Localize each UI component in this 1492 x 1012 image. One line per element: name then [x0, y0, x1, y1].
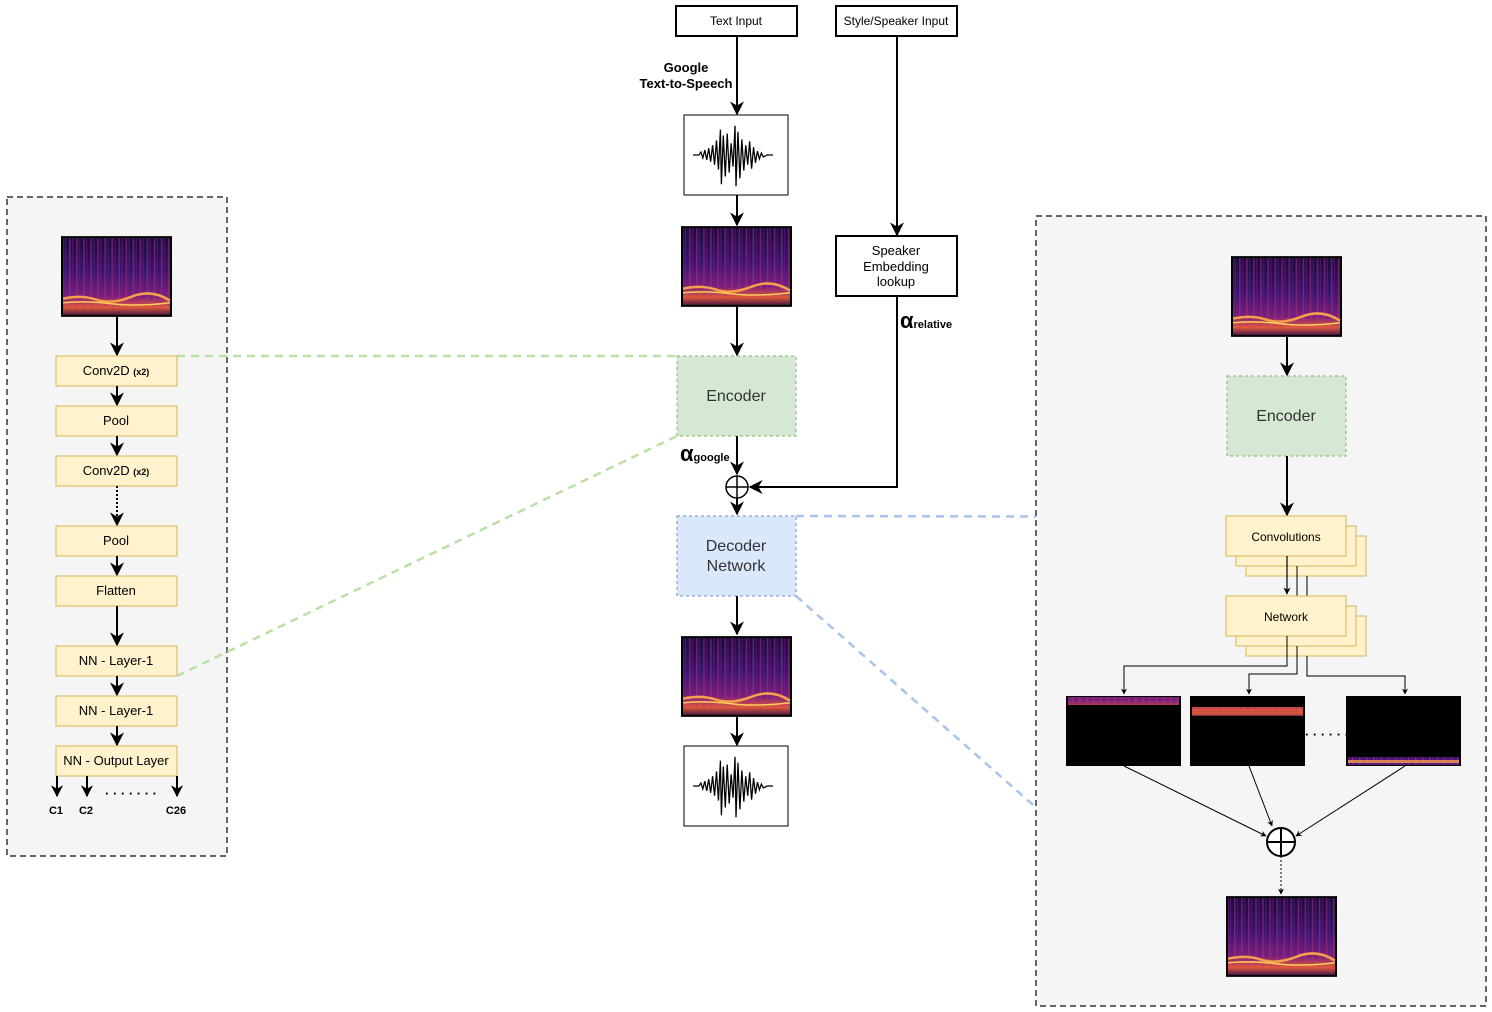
encoder-box: Encoder [676, 355, 797, 437]
output-waveform [685, 747, 787, 825]
svg-text:NN - Layer-1: NN - Layer-1 [79, 653, 153, 668]
svg-text:Embedding: Embedding [863, 259, 929, 274]
svg-text:Speaker: Speaker [872, 243, 921, 258]
tts-label-line1: Google [664, 60, 709, 75]
arrow-network-band-2 [1246, 646, 1298, 695]
svg-text:Conv2D (x2): Conv2D (x2) [83, 463, 150, 478]
blue-dashed-link-top [795, 514, 1227, 519]
svg-text:Decoder: Decoder [706, 538, 767, 555]
decoder-network-box: Decoder Network [676, 515, 797, 597]
classifier-layer-conv2d-2: Conv2D (x2) [55, 455, 178, 487]
svg-text:Pool: Pool [103, 533, 129, 548]
svg-text:Network: Network [707, 558, 767, 575]
svg-text:Encoder: Encoder [1256, 408, 1316, 425]
svg-text:Style/Speaker Input: Style/Speaker Input [844, 14, 949, 28]
classifier-layer-flatten: Flatten [55, 575, 178, 607]
network-stack: Network [1225, 595, 1367, 657]
tts-label-line2: Text-to-Speech [640, 76, 733, 91]
speaker-embedding-lookup-box: Speaker Embedding lookup [835, 235, 958, 297]
classifier-layer-pool-2: Pool [55, 525, 178, 557]
arrow-lookup-to-sum [748, 296, 898, 494]
band-ellipsis: · · · · · · [1305, 727, 1349, 742]
alpha-google-label: αgoogle [680, 441, 730, 466]
output-ellipsis: · · · · · · · [105, 786, 157, 801]
classifier-layer-nn-1: NN - Layer-1 [55, 645, 178, 677]
svg-text:NN - Layer-1: NN - Layer-1 [79, 703, 153, 718]
output-label-c2: C2 [79, 805, 93, 817]
band-spectrogram-2 [1190, 696, 1305, 766]
tts-waveform [685, 116, 787, 194]
tts-spectrogram [681, 226, 792, 307]
arrow-band1-sum [1123, 765, 1267, 837]
classifier-layer-nn-2: NN - Layer-1 [55, 695, 178, 727]
svg-text:lookup: lookup [877, 274, 915, 289]
svg-text:Conv2D (x2): Conv2D (x2) [83, 363, 150, 378]
sum-node [725, 475, 749, 499]
arrow-bandn-sum [1295, 765, 1406, 837]
output-spectrogram [681, 636, 792, 717]
style-speaker-input-box: Style/Speaker Input [835, 5, 958, 37]
arrow-network-band-1 [1121, 636, 1288, 695]
output-label-c1: C1 [49, 805, 63, 817]
classifier-layer-pool-1: Pool [55, 405, 178, 437]
classifier-layer-conv2d-1: Conv2D (x2) [55, 355, 178, 387]
detail-encoder-box: Encoder [1226, 375, 1347, 457]
svg-text:NN - Output Layer: NN - Output Layer [63, 753, 169, 768]
arrow-band2-sum [1248, 765, 1273, 827]
svg-text:Pool: Pool [103, 413, 129, 428]
convolutions-stack: Convolutions [1225, 515, 1367, 577]
detail-input-spectrogram [1231, 256, 1342, 337]
alpha-relative-label: αrelative [900, 308, 952, 333]
detail-output-spectrogram [1226, 896, 1337, 977]
output-label-c26: C26 [166, 805, 186, 817]
svg-text:Text Input: Text Input [710, 14, 763, 28]
classifier-input-spectrogram [61, 236, 172, 317]
band-spectrogram-1 [1066, 696, 1181, 766]
arrow-network-band-n [1306, 656, 1408, 695]
svg-text:Network: Network [1264, 610, 1309, 624]
band-spectrogram-n [1346, 696, 1461, 766]
svg-text:Convolutions: Convolutions [1251, 530, 1320, 544]
svg-text:Flatten: Flatten [96, 583, 136, 598]
classifier-layer-output: NN - Output Layer [55, 745, 178, 777]
detail-sum-node [1266, 827, 1296, 857]
svg-text:Encoder: Encoder [706, 388, 766, 405]
text-input-box: Text Input [675, 5, 798, 37]
green-dashed-link-bottom [176, 434, 678, 678]
